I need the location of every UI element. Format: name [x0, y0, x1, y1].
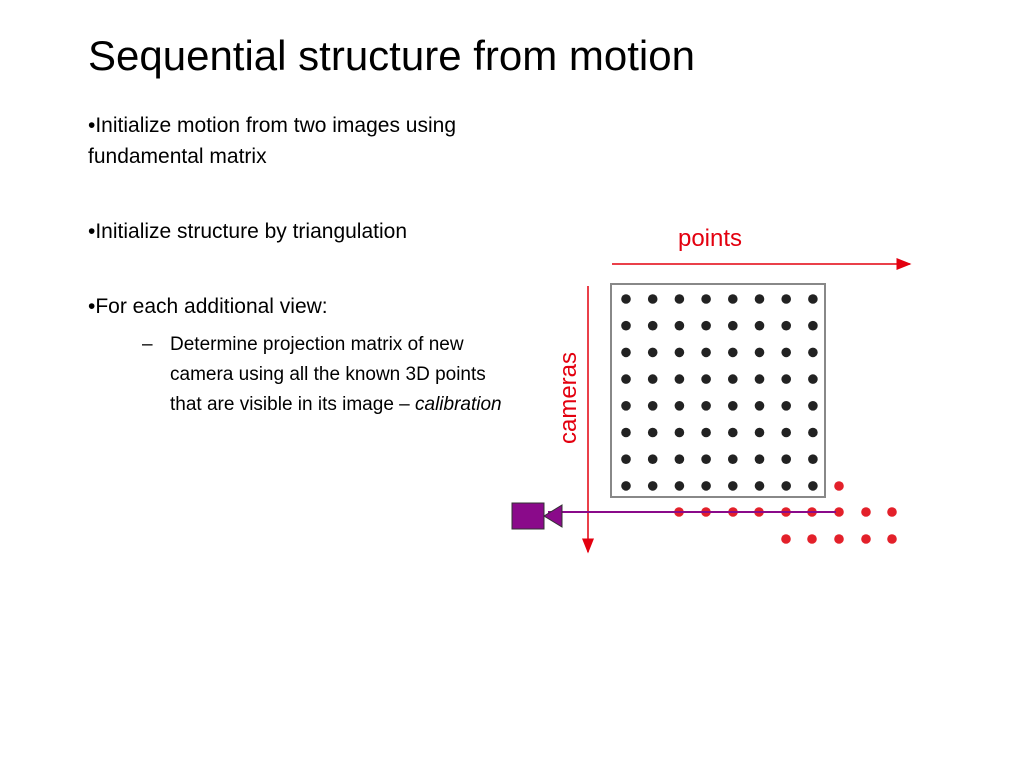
known-point-dot [808, 374, 818, 384]
known-point-dot [647, 374, 658, 384]
sub-bullet-projection-matrix: – Determine projection matrix of new cam… [142, 330, 518, 420]
known-point-dot [674, 347, 685, 358]
bullet-initialize-structure: •Initialize structure by triangulation [88, 220, 408, 243]
known-points-grid-border [610, 283, 826, 498]
known-point-dot [754, 427, 765, 438]
new-view-point-dot [834, 481, 844, 491]
known-point-dot [754, 454, 765, 465]
known-point-dot [647, 320, 658, 331]
known-point-dot [647, 427, 658, 438]
known-point-dot [701, 347, 711, 358]
new-view-point-dot [701, 507, 711, 517]
known-point-dot [808, 401, 818, 411]
known-point-dot [781, 294, 791, 304]
new-view-point-dot [861, 507, 871, 517]
known-point-dot [674, 401, 685, 411]
known-point-dot [754, 347, 765, 358]
slide-title: Sequential structure from motion [88, 32, 695, 79]
known-points-grid [621, 294, 818, 491]
new-view-point-dot [834, 507, 844, 517]
known-point-dot [621, 427, 631, 438]
known-point-dot [808, 481, 818, 491]
new-view-point-dot [754, 507, 764, 517]
known-point-dot [728, 320, 738, 331]
known-point-dot [728, 454, 738, 465]
sub-bullet-text: Determine projection matrix of new camer… [170, 330, 510, 420]
known-point-dot [647, 347, 658, 358]
known-point-dot [781, 454, 791, 465]
bullet-initialize-motion: •Initialize motion from two images using… [88, 114, 457, 168]
known-point-dot [701, 454, 711, 465]
points-axis-label: points [678, 225, 742, 252]
known-point-dot [781, 481, 791, 491]
known-point-dot [781, 320, 791, 331]
known-point-dot [781, 374, 791, 384]
known-point-dot [674, 374, 685, 384]
known-point-dot [621, 374, 631, 384]
new-view-point-dot [728, 507, 738, 517]
new-view-point-dot [834, 534, 844, 544]
known-point-dot [674, 294, 685, 304]
sub-bullet-body: Determine projection matrix of new camer… [170, 334, 486, 415]
known-point-dot [621, 347, 631, 358]
known-point-dot [781, 347, 791, 358]
known-point-dot [674, 320, 685, 331]
sub-bullet-emphasis: calibration [415, 394, 502, 415]
new-view-point-dot [781, 534, 791, 544]
cameras-axis-label: cameras [555, 352, 582, 444]
known-point-dot [808, 454, 818, 465]
known-point-dot [701, 427, 711, 438]
new-view-point-dot [781, 507, 791, 517]
known-point-dot [781, 401, 791, 411]
known-point-dot [808, 294, 818, 304]
known-point-dot [701, 294, 711, 304]
known-point-dot [808, 320, 818, 331]
known-point-dot [808, 347, 818, 358]
known-point-dot [728, 374, 738, 384]
known-point-dot [674, 427, 685, 438]
known-point-dot [728, 401, 738, 411]
known-point-dot [674, 454, 685, 465]
known-point-dot [754, 481, 765, 491]
known-point-dot [621, 481, 631, 491]
known-point-dot [647, 481, 658, 491]
known-point-dot [808, 427, 818, 438]
known-point-dot [621, 454, 631, 465]
known-point-dot [754, 374, 765, 384]
known-point-dot [621, 401, 631, 411]
known-point-dot [728, 347, 738, 358]
known-point-dot [701, 401, 711, 411]
known-point-dot [647, 401, 658, 411]
known-point-dot [701, 374, 711, 384]
sub-bullet-dash: – [142, 334, 153, 355]
new-view-point-dot [807, 507, 817, 517]
known-point-dot [701, 320, 711, 331]
known-point-dot [728, 294, 738, 304]
known-point-dot [754, 294, 765, 304]
known-point-dot [647, 454, 658, 465]
bullet-additional-view: •For each additional view: [88, 295, 328, 318]
known-point-dot [728, 427, 738, 438]
known-point-dot [728, 481, 738, 491]
known-point-dot [621, 294, 631, 304]
bullet-list: •Initialize motion from two images using… [88, 110, 518, 420]
known-point-dot [781, 427, 791, 438]
new-view-points [674, 481, 897, 544]
known-point-dot [754, 401, 765, 411]
new-view-point-dot [807, 534, 817, 544]
known-point-dot [701, 481, 711, 491]
known-point-dot [647, 294, 658, 304]
new-view-point-dot [674, 507, 684, 517]
known-point-dot [754, 320, 765, 331]
known-point-dot [674, 481, 685, 491]
known-point-dot [621, 320, 631, 331]
camera-icon [511, 502, 563, 530]
new-view-point-dot [861, 534, 871, 544]
new-view-point-dot [887, 534, 897, 544]
new-view-point-dot [887, 507, 897, 517]
